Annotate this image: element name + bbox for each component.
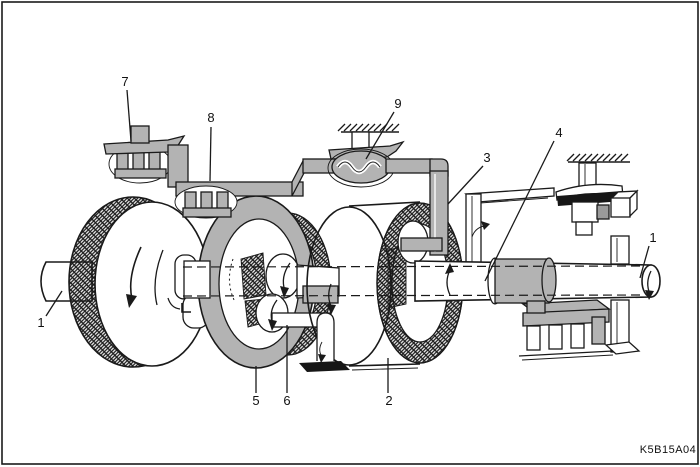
callout-4: 4 (555, 125, 562, 140)
clutch8-base (182, 207, 232, 218)
clutch7-base (114, 168, 167, 179)
shaft-rotation-arrowhead (445, 263, 454, 274)
callout-1-left: 1 (37, 315, 44, 330)
figure-code: K5B15A04 (640, 444, 697, 456)
callout-7: 7 (121, 74, 128, 89)
centerline-lower (182, 294, 646, 297)
ring-gear-assembly (183, 195, 340, 369)
clutch9-sprag-line (337, 161, 381, 173)
drum2-bottom-edge2 (351, 367, 419, 371)
clutch-pack-base-line2 (521, 354, 614, 361)
collar-leg (526, 300, 546, 314)
clutch-plate-1 (526, 325, 541, 351)
callout-1-right: 1 (649, 230, 656, 245)
linkage-bar-high-right (385, 158, 433, 174)
wall-rotation-arc (471, 225, 485, 238)
clutch8-plate-2 (200, 191, 213, 210)
clutch-plate-4 (591, 316, 606, 345)
drum2-rotation-arrowhead (327, 304, 336, 315)
clutch7-stub (130, 125, 150, 144)
output-rotation-arrowhead (645, 290, 654, 300)
rotation-contour (154, 249, 164, 306)
wall-rotation-arrowhead (481, 221, 490, 230)
ground-hatch-9 (337, 123, 400, 132)
leader-7 (126, 89, 132, 142)
brake-block-side (629, 189, 638, 218)
top-linkage (103, 123, 449, 256)
rotation-contour-hook (167, 297, 181, 310)
pinion-rotation-arrowhead (268, 319, 277, 331)
hidden-edge-dotted (229, 258, 236, 303)
centerline-upper (182, 265, 646, 268)
brake-piston (571, 201, 599, 223)
clutch-plate-3 (570, 323, 585, 349)
clutch7-plate-2 (132, 150, 145, 172)
drum2-mouth-rim (306, 206, 392, 366)
callout-6: 6 (283, 393, 290, 408)
clutch8-plate-3 (216, 191, 229, 210)
arm3-hub-tee (400, 237, 443, 252)
leader-9 (365, 111, 395, 160)
rotation-arrowhead (126, 294, 137, 308)
callout-8: 8 (207, 110, 214, 125)
leader-8 (209, 126, 212, 182)
ground-hatch-right (566, 153, 629, 162)
callout-5: 5 (252, 393, 259, 408)
collar-right-cap (541, 257, 557, 303)
housing-inner-edge (479, 197, 549, 204)
housing-left-wall (465, 193, 482, 265)
leader-3 (447, 165, 484, 205)
clutch-plate-2 (548, 324, 563, 350)
leader-1-left (45, 290, 63, 317)
sun-rotation-arrowhead (280, 286, 289, 298)
drum2-bottom-edge (348, 363, 421, 367)
clutch7-plate-3 (148, 150, 161, 172)
callout-labels: 1 7 8 9 3 4 1 5 6 2 (37, 74, 656, 408)
arm-7-8-step (167, 144, 189, 188)
drum2-shadow-base (299, 361, 350, 372)
shaft-collar (494, 258, 550, 304)
brake-block-front (610, 197, 631, 218)
callout-2: 2 (385, 393, 392, 408)
callout-3: 3 (483, 150, 490, 165)
left-input-drum (40, 196, 210, 368)
vane-rotation-arrowhead (318, 354, 326, 363)
callout-9: 9 (394, 96, 401, 111)
leader-1-right (639, 245, 650, 279)
housing-and-brake (464, 153, 641, 361)
drum2-vane (316, 312, 335, 361)
drum2-top-edge (348, 201, 421, 207)
shaft-end-cap (641, 264, 661, 298)
leader-4 (484, 140, 555, 282)
brake-piston-foot (575, 221, 593, 236)
hub-key-mark (181, 303, 191, 313)
housing-right-wall-top (610, 235, 630, 265)
sun-gear-section-hatch (240, 252, 267, 300)
clutch8-plate-1 (184, 191, 197, 210)
clutch-pack-base-line1 (518, 350, 614, 357)
brake-pad (596, 204, 610, 220)
callout-leaders (45, 89, 650, 393)
